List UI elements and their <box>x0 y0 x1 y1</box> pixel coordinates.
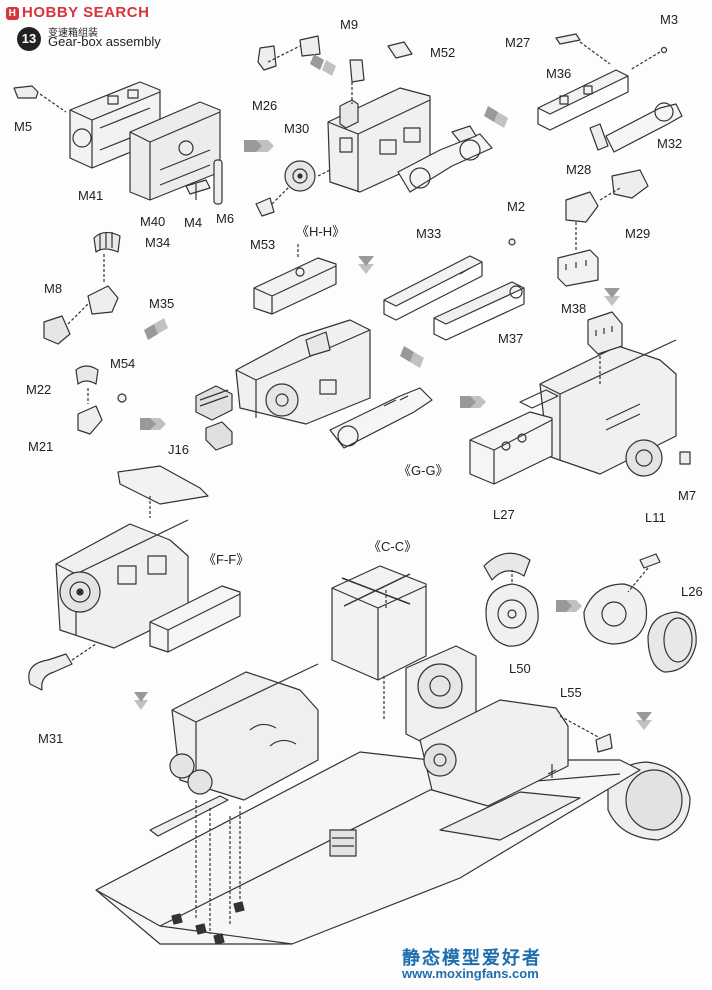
arrow-down-2 <box>358 256 374 274</box>
arrow-down-4 <box>134 692 148 710</box>
shift-rail-assembly <box>537 33 683 153</box>
rail-assembly-m33 <box>383 255 525 341</box>
brand-icon: H <box>6 7 19 20</box>
label-m21: M21 <box>28 439 54 454</box>
part-m54 <box>117 393 127 403</box>
bracket-assembly-m28 <box>557 169 649 287</box>
part-m22 <box>75 365 99 385</box>
arrow-diag-2 <box>484 106 508 128</box>
assembly-c-c <box>331 565 427 720</box>
label-m4: M4 <box>184 215 203 230</box>
label-m53: M53 <box>250 237 276 252</box>
label-l11: L11 <box>645 510 666 525</box>
label-subassembly-gg: 《G-G》 <box>398 463 449 478</box>
part-m7 <box>679 451 691 465</box>
arrow-right-4 <box>556 600 582 612</box>
label-m52: M52 <box>430 45 456 60</box>
label-m54: M54 <box>110 356 136 371</box>
label-l55: L55 <box>560 685 582 700</box>
label-m27: M27 <box>505 35 531 50</box>
label-m34: M34 <box>145 235 171 250</box>
label-m22: M22 <box>26 382 52 397</box>
step-number: 13 <box>17 27 41 51</box>
part-m2 <box>508 238 516 246</box>
arrow-diag-1 <box>310 54 336 76</box>
part-m34 <box>93 231 121 282</box>
part-m35 <box>87 285 119 315</box>
label-m29: M29 <box>625 226 651 241</box>
arrow-down-3 <box>400 346 424 368</box>
label-m9: M9 <box>340 17 359 32</box>
label-l27: L27 <box>493 507 515 522</box>
watermark-cn: 静态模型爱好者 <box>402 948 542 969</box>
part-m21 <box>77 388 103 435</box>
label-m33: M33 <box>416 226 442 241</box>
label-m35: M35 <box>149 296 175 311</box>
part-l27-l50 <box>483 552 539 647</box>
label-l26: L26 <box>681 584 703 599</box>
label-m7: M7 <box>678 488 697 503</box>
label-m38: M38 <box>561 301 587 316</box>
label-m37: M37 <box>498 331 524 346</box>
gearbox-core-assembly <box>255 35 493 217</box>
part-m5 <box>13 85 39 99</box>
label-m5: M5 <box>14 119 33 134</box>
chassis-hull <box>95 751 641 945</box>
step-title-en: Gear-box assembly <box>48 34 161 49</box>
gearbox-installed <box>169 663 319 945</box>
assembly-h-h <box>195 244 433 451</box>
label-m30: M30 <box>284 121 310 136</box>
watermark-url: www.moxingfans.com <box>402 966 539 981</box>
label-subassembly-ff: 《F-F》 <box>203 552 250 567</box>
arrow-right-2 <box>140 418 166 430</box>
brand-text: HOBBY SEARCH <box>22 4 150 21</box>
label-m41: M41 <box>78 188 104 203</box>
label-m28: M28 <box>566 162 592 177</box>
label-j16: J16 <box>168 442 189 457</box>
label-m31: M31 <box>38 731 64 746</box>
label-l50: L50 <box>509 661 531 676</box>
label-m36: M36 <box>546 66 572 81</box>
label-m2: M2 <box>507 199 526 214</box>
engine-installed <box>405 645 613 807</box>
label-subassembly-cc: 《C-C》 <box>368 539 418 554</box>
part-m8 <box>43 303 89 345</box>
part-m4 <box>185 179 211 195</box>
arrow-down-5 <box>636 712 652 730</box>
label-subassembly-hh: 《H-H》 <box>296 224 346 239</box>
final-drive-housing <box>607 761 691 841</box>
label-m3: M3 <box>660 12 679 27</box>
label-m32: M32 <box>657 136 683 151</box>
label-m26: M26 <box>252 98 278 113</box>
arrow-right-1 <box>244 140 274 152</box>
label-m6: M6 <box>216 211 235 226</box>
part-m6 <box>213 159 223 205</box>
assembly-g-g <box>469 311 677 485</box>
step-title-cn: 变速箱组装 <box>48 28 98 39</box>
part-l11-l26 <box>583 553 697 673</box>
arrow-down-1 <box>604 288 620 306</box>
label-m40: M40 <box>140 214 166 229</box>
assembly-f-f <box>28 465 241 691</box>
arrow-diag-3 <box>144 318 168 340</box>
label-m8: M8 <box>44 281 63 296</box>
arrow-right-3 <box>460 396 486 408</box>
